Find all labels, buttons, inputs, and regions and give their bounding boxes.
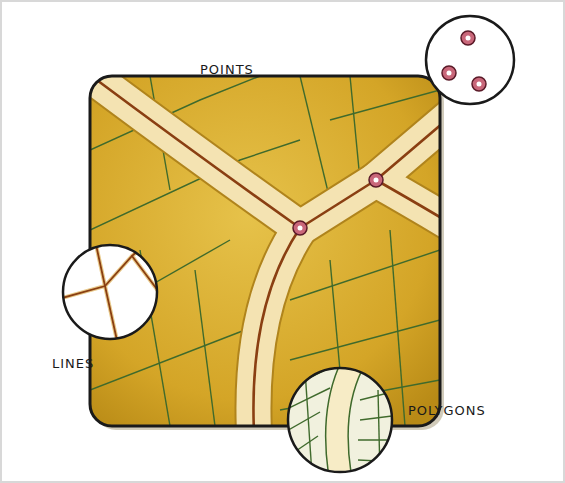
callout-label: LINES [52, 356, 94, 372]
point-symbols [293, 173, 383, 235]
map-border [90, 76, 440, 426]
callout-label: POINTS [200, 62, 254, 78]
callout-label: POLYGONS [408, 403, 486, 419]
lines-magnifier [55, 240, 165, 345]
map-square [90, 76, 440, 426]
roads [90, 76, 440, 426]
points-magnifier [426, 16, 514, 104]
polygons-magnifier [285, 365, 400, 475]
